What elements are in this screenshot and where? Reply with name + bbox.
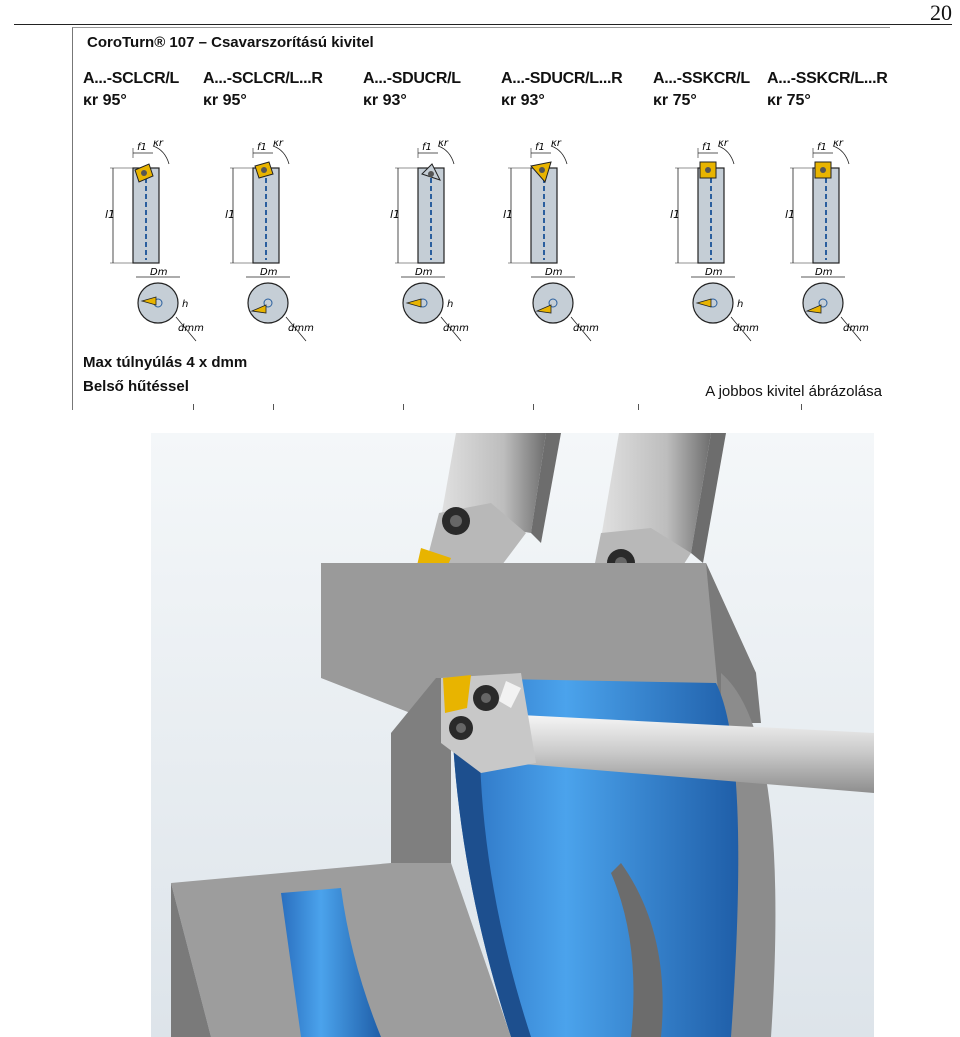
catalog-figure: CoroTurn® 107 – Csavarszorítású kivitel … — [72, 27, 890, 410]
dim-kr: κr — [273, 138, 284, 149]
variant-name: A...-SSKCR/L — [653, 70, 750, 87]
side-view-drawings: l1 f1 κr l1 f1 κr l1 f1 κr l1 f1 κr — [105, 138, 850, 264]
dim-f1: f1 — [257, 142, 267, 153]
dim-f1: f1 — [535, 142, 545, 153]
dim-kr: κr — [833, 138, 844, 149]
dim-f1: f1 — [137, 142, 147, 153]
dim-f1: f1 — [817, 142, 827, 153]
variant-sclcr-r: A...-SCLCR/L...R κr 95° — [203, 70, 343, 110]
dim-l1: l1 — [225, 208, 235, 221]
dim-dmm: dmm — [178, 323, 204, 334]
boring-render — [151, 433, 874, 1037]
variant-sducr: A...-SDUCR/L κr 93° — [363, 70, 503, 110]
footnote-coolant: Belső hűtéssel — [83, 378, 189, 395]
dim-l1: l1 — [785, 208, 795, 221]
page-number: 20 — [930, 0, 952, 25]
dim-dm: Dm — [415, 268, 433, 278]
dim-f1: f1 — [702, 142, 712, 153]
dim-f1: f1 — [422, 142, 432, 153]
dim-dmm: dmm — [733, 323, 759, 334]
dim-dm: Dm — [815, 268, 833, 278]
dim-l1: l1 — [503, 208, 513, 221]
dim-kr: κr — [551, 138, 562, 149]
variant-name: A...-SDUCR/L — [363, 70, 461, 87]
variant-sducr-r: A...-SDUCR/L...R κr 93° — [501, 70, 641, 110]
variant-angle: κr 95° — [203, 92, 247, 109]
dim-l1: l1 — [670, 208, 680, 221]
variant-name: A...-SCLCR/L — [83, 70, 179, 87]
dim-l1: l1 — [105, 208, 115, 221]
dim-dm: Dm — [150, 268, 168, 278]
variant-angle: κr 93° — [501, 92, 545, 109]
dim-kr: κr — [153, 138, 164, 149]
dim-h: h — [737, 299, 743, 310]
variant-name: A...-SCLCR/L...R — [203, 70, 323, 87]
variant-sskcr-r: A...-SSKCR/L...R κr 75° — [767, 70, 907, 110]
variant-angle: κr 75° — [767, 92, 811, 109]
dim-dmm: dmm — [288, 323, 314, 334]
variant-angle: κr 93° — [363, 92, 407, 109]
dim-h: h — [447, 299, 453, 310]
dim-dm: Dm — [260, 268, 278, 278]
catalog-title: CoroTurn® 107 – Csavarszorítású kivitel — [87, 34, 374, 51]
dim-dm: Dm — [545, 268, 563, 278]
bottom-ticks — [73, 404, 890, 410]
variant-name: A...-SSKCR/L...R — [767, 70, 888, 87]
dim-h: h — [182, 299, 188, 310]
dim-dmm: dmm — [443, 323, 469, 334]
dim-l1: l1 — [390, 208, 400, 221]
header-rule — [14, 24, 952, 25]
dim-dmm: dmm — [573, 323, 599, 334]
dim-dm: Dm — [705, 268, 723, 278]
end-view-drawings: Dm h dmm Dm dmm Dm h dmm Dm dmm Dm h dmm… — [135, 268, 869, 342]
variant-angle: κr 95° — [83, 92, 127, 109]
caption-right-hand: A jobbos kivitel ábrázolása — [705, 383, 882, 400]
variant-name: A...-SDUCR/L...R — [501, 70, 623, 87]
dim-dmm: dmm — [843, 323, 869, 334]
footnote-overhang: Max túlnyúlás 4 x dmm — [83, 354, 248, 371]
variant-sskcr: A...-SSKCR/L κr 75° — [653, 70, 793, 110]
variant-sclcr: A...-SCLCR/L κr 95° — [83, 70, 223, 110]
dim-kr: κr — [718, 138, 729, 149]
dim-kr: κr — [438, 138, 449, 149]
variant-angle: κr 75° — [653, 92, 697, 109]
